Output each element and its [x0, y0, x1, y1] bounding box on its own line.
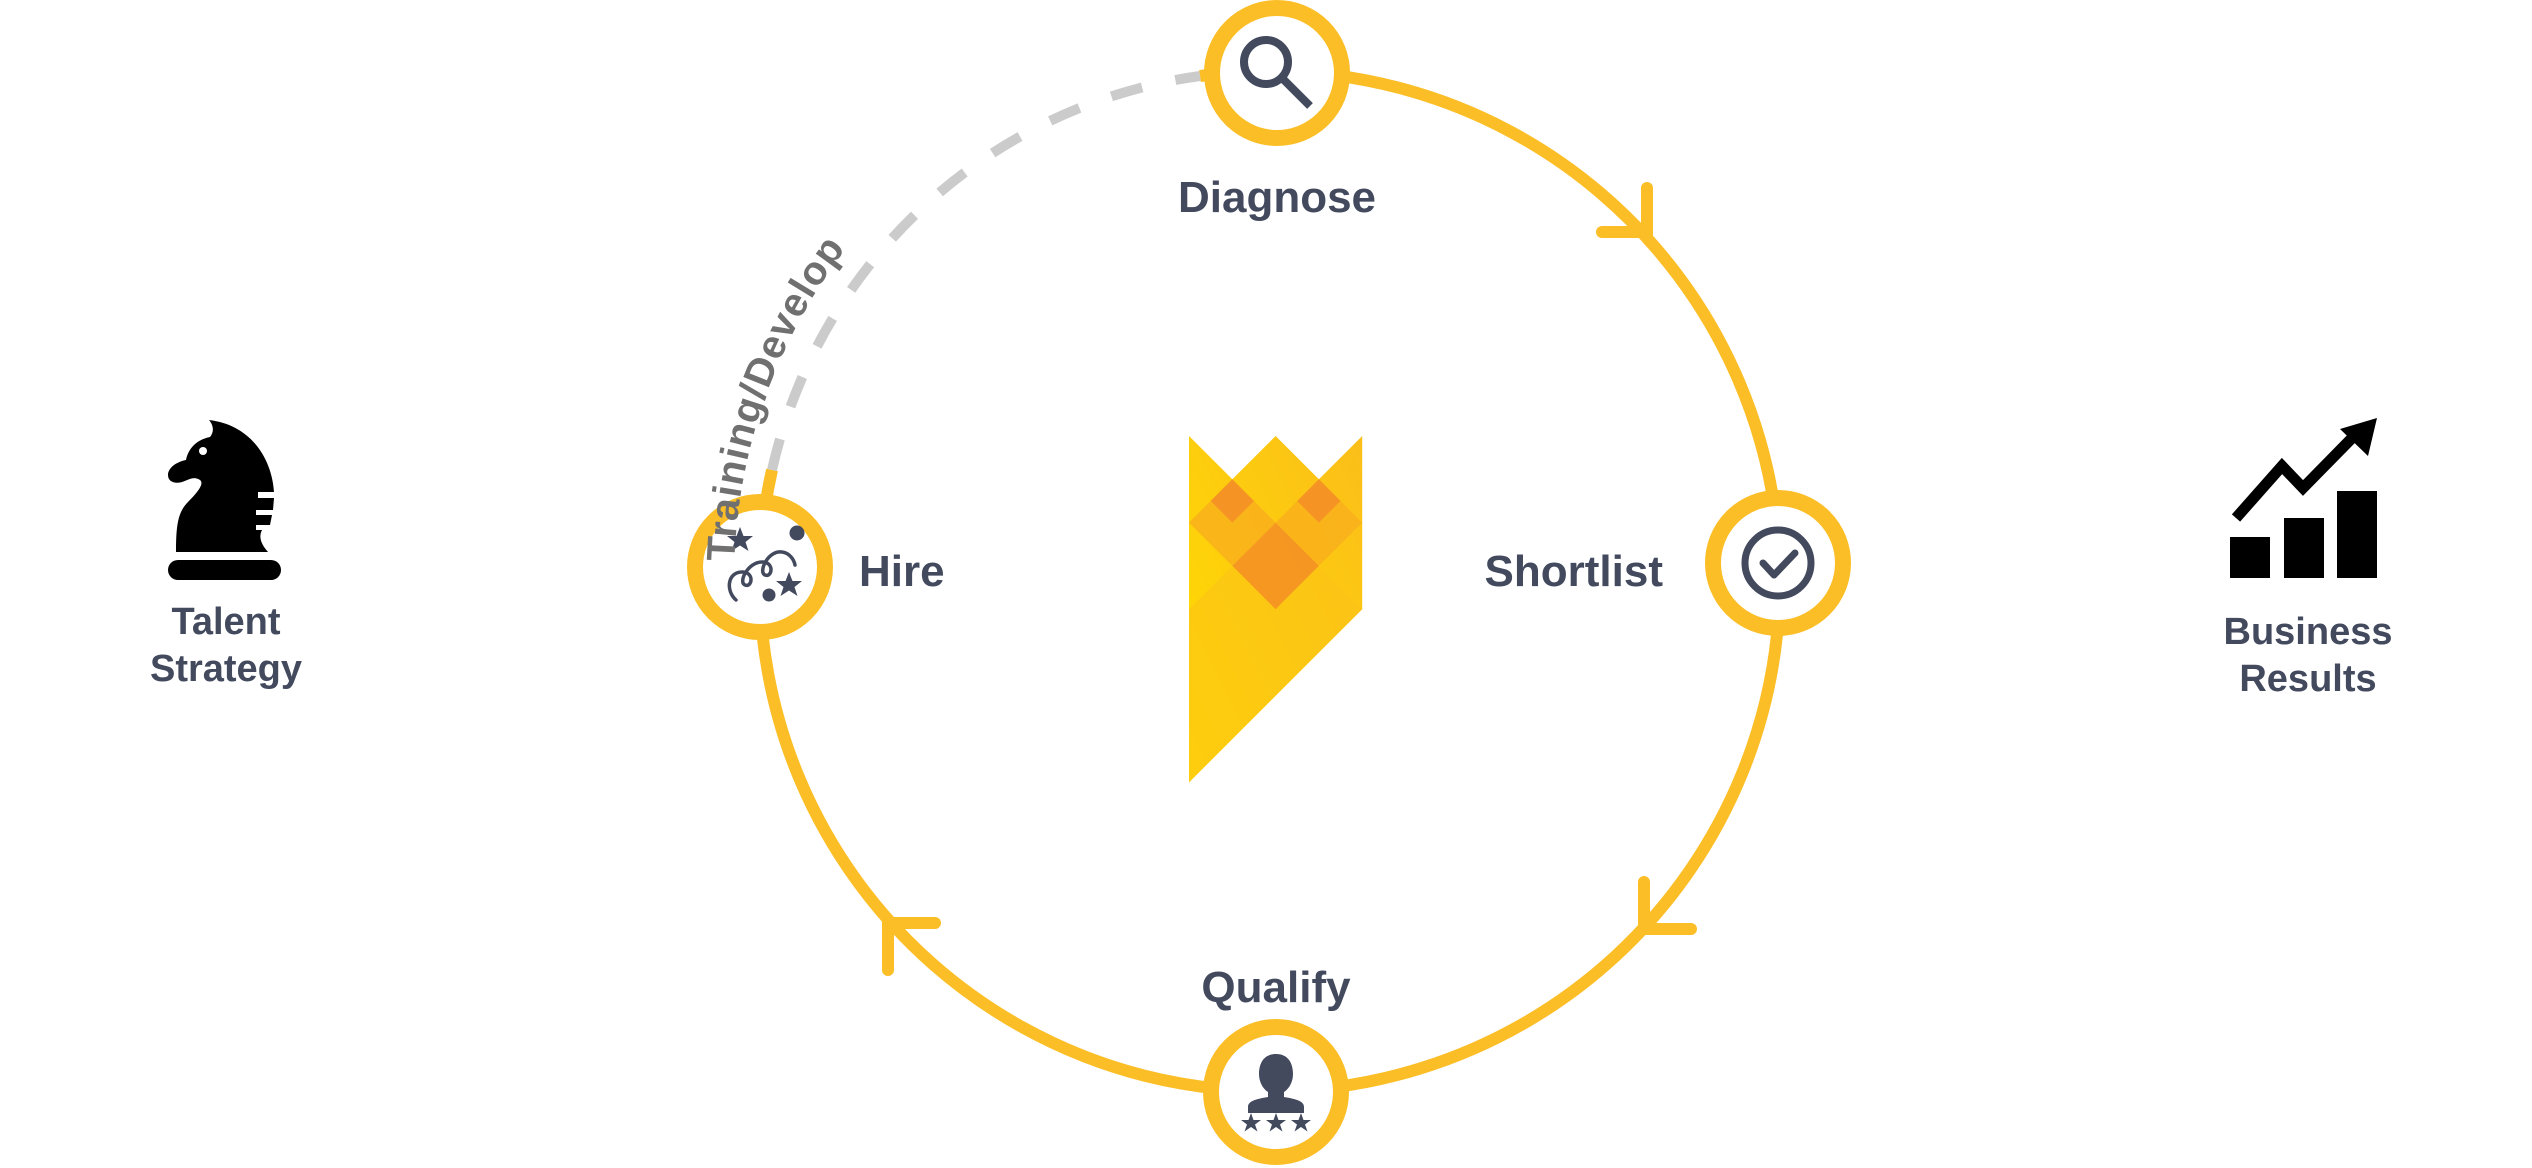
- talent-label: Talent: [171, 601, 280, 643]
- qualify-label: Qualify: [1201, 963, 1351, 1012]
- chess-knight-icon: [168, 420, 281, 580]
- step-hire[interactable]: Hire: [687, 494, 945, 640]
- diagnose-node-ring: [1204, 0, 1350, 146]
- crown-logo: [1189, 436, 1363, 783]
- strategy-label: Strategy: [150, 648, 302, 690]
- shortlist-node-ring: [1705, 490, 1851, 636]
- diagnose-label: Diagnose: [1178, 173, 1376, 222]
- celebration-icon: [727, 525, 805, 602]
- step-shortlist[interactable]: Shortlist: [1485, 490, 1851, 636]
- direction-arrows: [882, 182, 1697, 976]
- results-label: Results: [2239, 658, 2376, 700]
- talent-strategy: Talent Strategy: [150, 420, 302, 690]
- arrow-up-left-icon: [882, 917, 941, 976]
- shortlist-label: Shortlist: [1485, 547, 1664, 596]
- rated-person-icon: [1241, 1054, 1311, 1132]
- business-label: Business: [2224, 611, 2393, 653]
- arrow-down-right-icon: [1596, 182, 1653, 238]
- business-results: Business Results: [2224, 418, 2393, 700]
- arrow-down-left-icon: [1638, 876, 1697, 935]
- cycle-track: [753, 65, 1786, 1098]
- growth-chart-icon: [2230, 418, 2377, 578]
- training-dashed-arc: [767, 71, 1201, 472]
- step-diagnose[interactable]: Diagnose: [1178, 0, 1376, 222]
- step-qualify[interactable]: Qualify: [1201, 963, 1351, 1165]
- hire-label: Hire: [859, 547, 945, 596]
- magnifier-icon: [1240, 36, 1313, 109]
- check-circle-icon: [1741, 526, 1815, 600]
